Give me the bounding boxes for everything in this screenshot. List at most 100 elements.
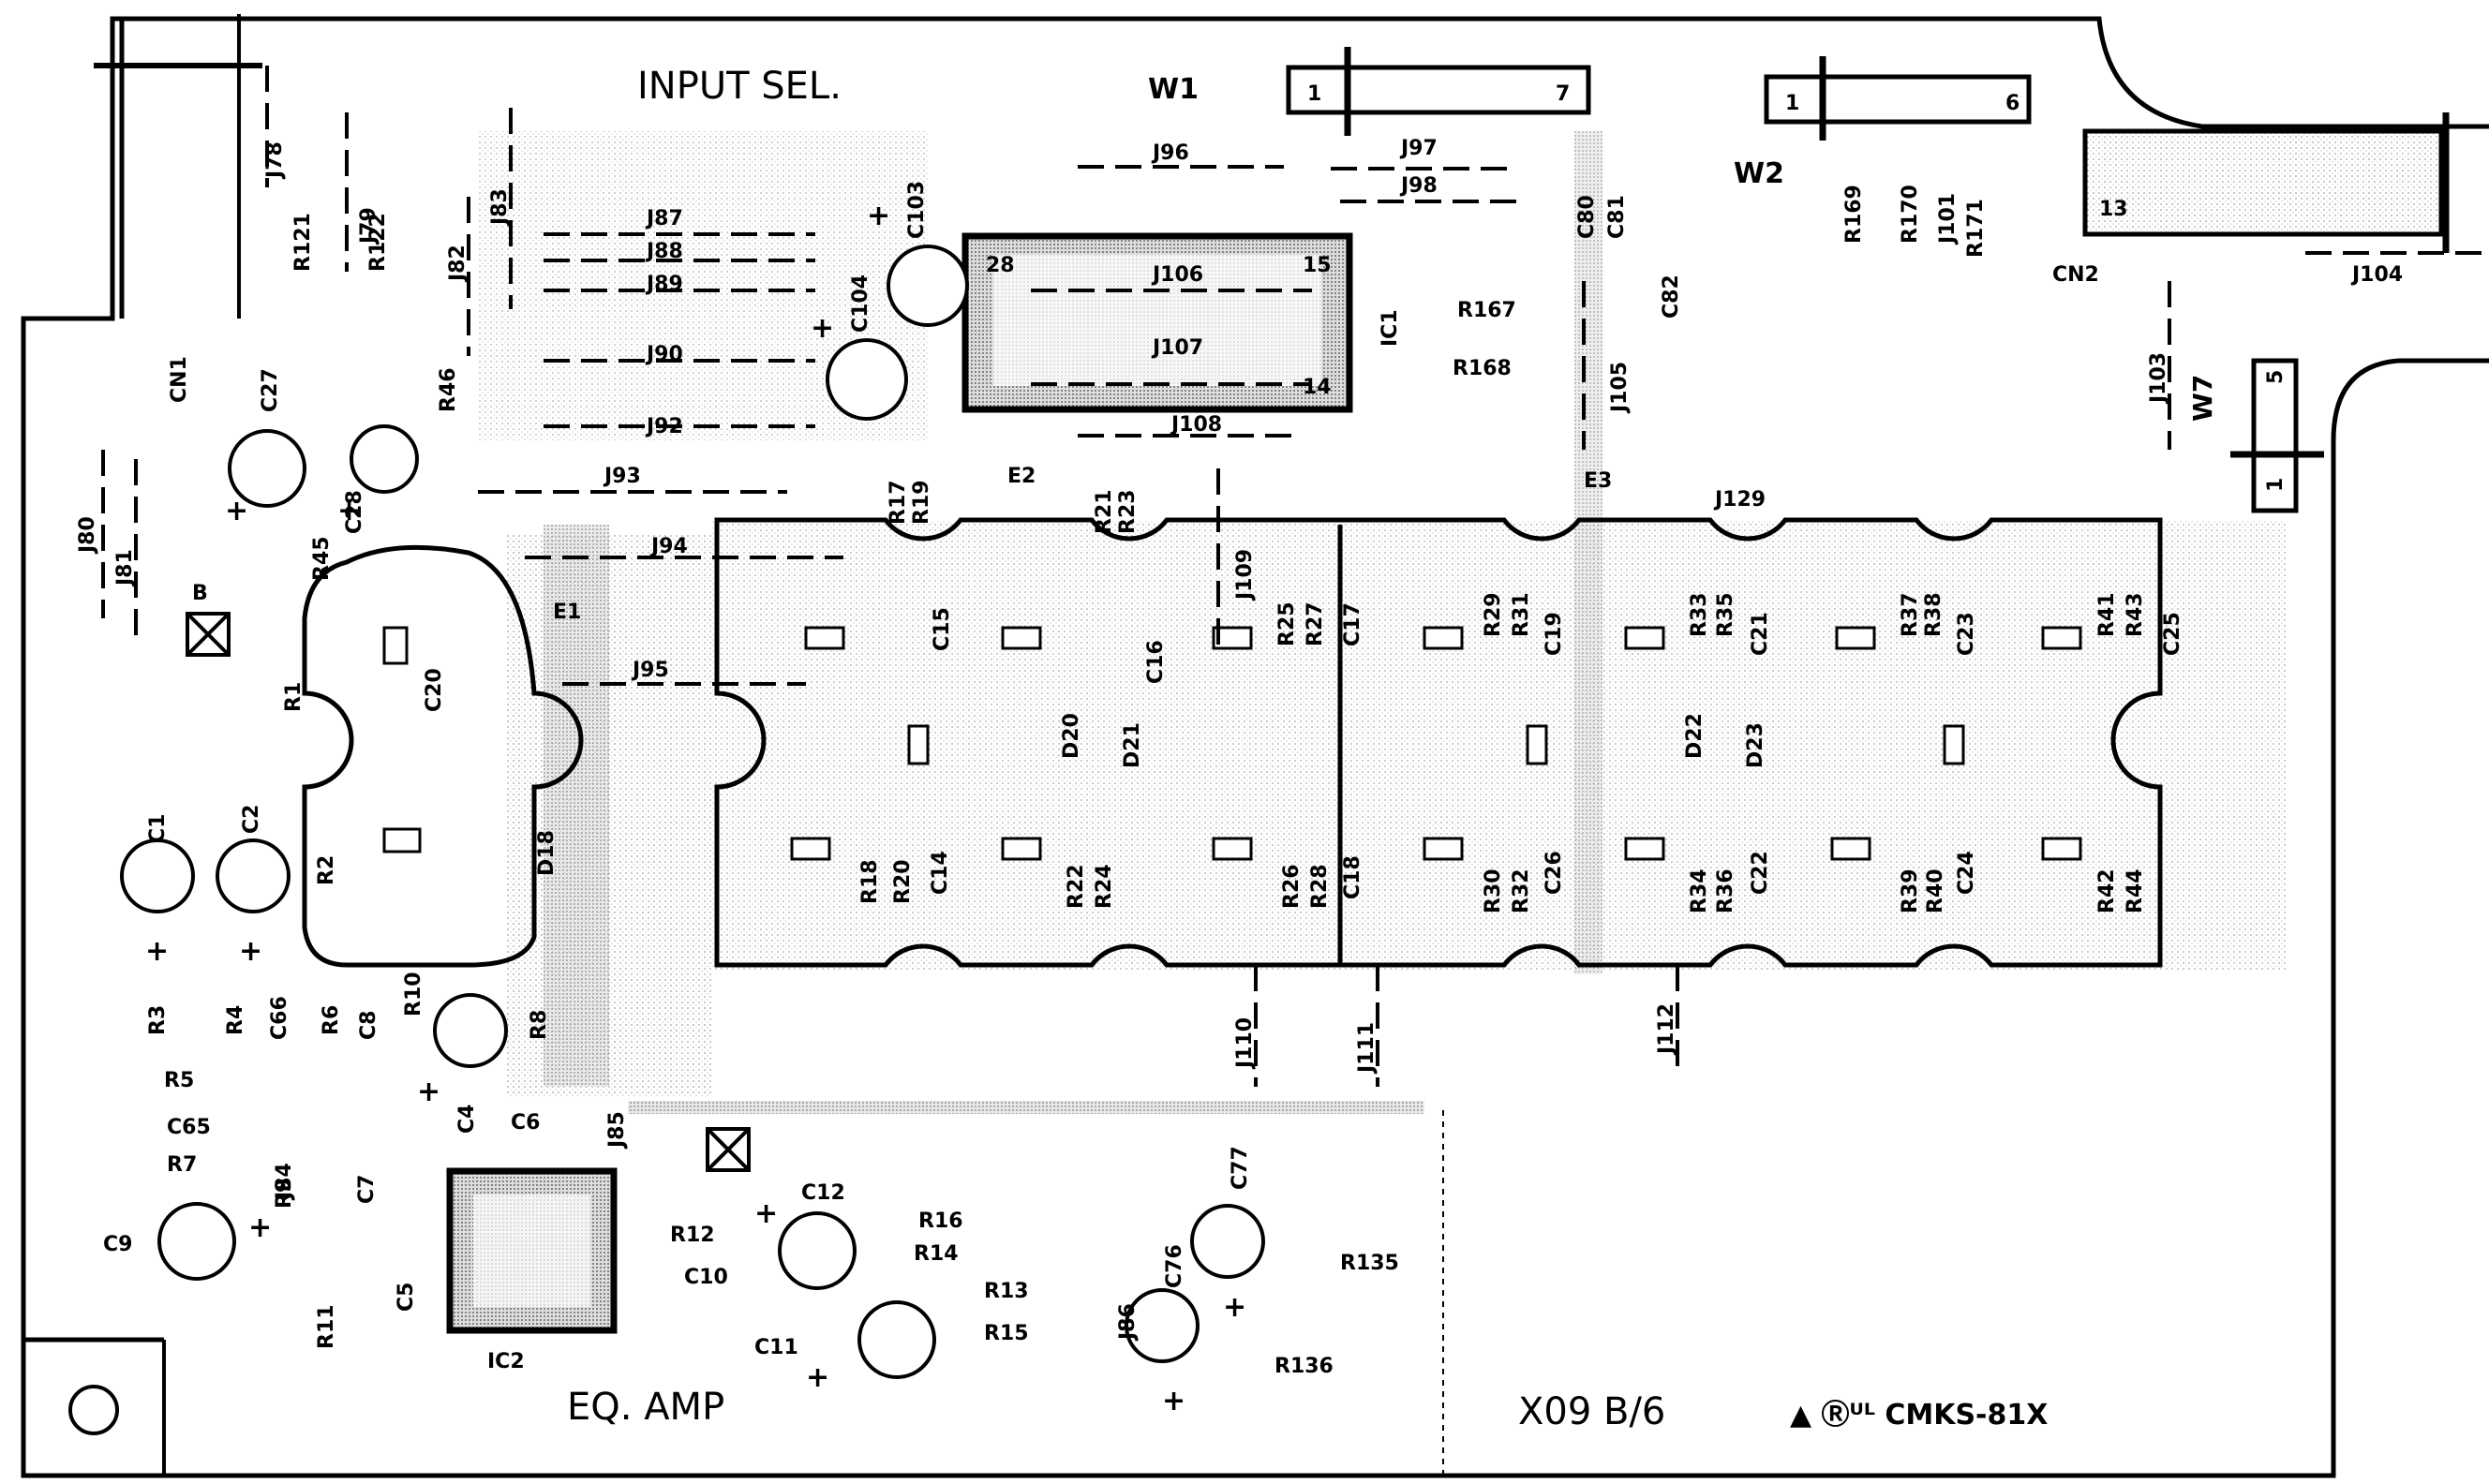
capacitor-label: C8 [357, 1011, 380, 1040]
resistor-label: R38 [1922, 592, 1945, 637]
input-sel-header: INPUT SEL. [637, 65, 842, 108]
resistor-label: R167 [1457, 299, 1516, 322]
resistor-label: R29 [1482, 592, 1505, 637]
plus-mark: + [806, 1361, 829, 1394]
resistor-label: R21 [1093, 489, 1116, 534]
jumper-label: J112 [1655, 1003, 1678, 1056]
ic2-label: IC2 [487, 1350, 525, 1373]
jumper-label: J104 [2350, 263, 2403, 287]
jumper-label: J81 [113, 549, 137, 587]
diode-label: D22 [1683, 713, 1707, 759]
resistor-label: R24 [1093, 864, 1116, 909]
resistor-label: R46 [437, 367, 460, 412]
w7-connector [2251, 358, 2299, 513]
jumper-lines [101, 66, 2483, 1087]
resistor-label: R9 [273, 1179, 296, 1209]
plus-mark: + [417, 1076, 440, 1108]
resistor-label: R30 [1482, 868, 1505, 913]
resistor-label: R168 [1453, 357, 1512, 380]
resistor-label: R7 [167, 1153, 197, 1177]
resistor-label: R136 [1274, 1355, 1334, 1378]
capacitor-label: C15 [931, 607, 954, 651]
diode-label: D21 [1121, 722, 1144, 768]
ul-mark-text: ▲ Ⓡᵁᴸ CMKS-81X [1790, 1399, 2048, 1432]
ic1-pin-c: 14 [1303, 376, 1332, 399]
capacitor-label: C16 [1144, 640, 1168, 684]
diode-label: D23 [1744, 722, 1767, 768]
capacitor-label: C103 [905, 181, 929, 239]
resistor-label: R14 [914, 1242, 959, 1266]
jumper-label: J89 [645, 273, 683, 296]
jumper-label: J103 [2147, 352, 2170, 405]
jumper-label: J79 [357, 207, 380, 245]
resistor-label: R27 [1304, 601, 1327, 646]
jumper-label: J83 [488, 188, 512, 227]
e2-label: E2 [1007, 465, 1036, 488]
capacitor-label: C25 [2161, 612, 2184, 656]
dense-trace-1 [544, 525, 609, 1087]
resistor-label: R44 [2124, 868, 2147, 913]
resistor-label: R40 [1924, 868, 1947, 913]
resistor-label: R8 [528, 1010, 551, 1040]
capacitor-label: C11 [754, 1336, 798, 1359]
ic1-pin-a: 28 [986, 254, 1015, 277]
resistor-labels: R121 R122 R45 R46 R1 R2 R3 R4 R5 R6 R7 R… [146, 185, 2147, 1378]
board-id-text: X09 B/6 [1518, 1390, 1665, 1433]
resistor-label: R18 [858, 859, 882, 904]
resistor-label: R16 [918, 1209, 963, 1233]
capacitor-label: C80 [1575, 195, 1599, 239]
capacitor-label: C21 [1749, 612, 1772, 656]
cn2-pin-label: 13 [2099, 198, 2128, 221]
resistor-label: R31 [1510, 592, 1533, 637]
resistor-label: R169 [1842, 185, 1866, 244]
resistor-label: R43 [2124, 592, 2147, 637]
diode-label: D20 [1060, 713, 1083, 759]
cn1-label: CN1 [168, 356, 191, 403]
e3-label: E3 [1584, 469, 1612, 493]
test-point-markers [186, 612, 751, 1172]
w2-label: W2 [1734, 157, 1784, 190]
capacitor-label: C27 [259, 368, 282, 412]
jumper-labels: J78 J79 J82 J83 J87 J88 J89 J90 J92 J93 … [76, 137, 2403, 1342]
e1-label: E1 [553, 601, 581, 624]
resistor-label: R35 [1714, 592, 1737, 637]
filter-module-outline [714, 517, 2163, 968]
capacitor-label: C10 [684, 1266, 728, 1289]
capacitor-label: C81 [1605, 195, 1629, 239]
jumper-label: J80 [76, 516, 99, 555]
capacitor-label: C26 [1543, 851, 1566, 895]
component-pads [382, 626, 2082, 861]
shaded-area-filter [712, 520, 2287, 970]
dense-trace-2 [1574, 131, 1602, 974]
diode-labels: D18 D20 D21 D22 D23 [535, 713, 1767, 876]
resistor-label: R170 [1899, 185, 1922, 244]
resistor-label: R3 [146, 1005, 170, 1035]
jumper-label: J105 [1608, 362, 1632, 414]
plus-mark: + [248, 1211, 272, 1244]
cn2-connector [2082, 128, 2444, 237]
capacitor-label: C1 [146, 814, 170, 843]
resistor-label: R6 [320, 1005, 343, 1035]
jumper-label: J87 [645, 207, 683, 230]
capacitor-label: C20 [423, 668, 446, 712]
plus-mark: + [225, 495, 248, 527]
capacitor-label: C14 [929, 851, 952, 895]
capacitor-label: C24 [1955, 851, 1978, 895]
resistor-label: R33 [1688, 592, 1711, 637]
plus-mark: + [239, 935, 262, 968]
w2-pin-a: 1 [1785, 92, 1799, 115]
jumper-label: J94 [649, 535, 688, 558]
capacitor-label: C18 [1341, 855, 1364, 899]
jumper-label: J92 [645, 415, 683, 438]
resistor-label: R121 [291, 213, 315, 272]
jumper-label: J78 [263, 141, 287, 180]
resistor-label: R5 [164, 1069, 194, 1092]
capacitor-label: C104 [849, 275, 872, 333]
capacitor-label: C76 [1163, 1244, 1186, 1288]
resistor-label: R39 [1899, 868, 1922, 913]
resistor-label: R45 [310, 536, 334, 581]
jumper-label: J97 [1399, 137, 1438, 160]
jumper-label: J110 [1233, 1017, 1257, 1070]
resistor-label: R28 [1308, 864, 1332, 909]
capacitor-label: C77 [1229, 1146, 1252, 1190]
